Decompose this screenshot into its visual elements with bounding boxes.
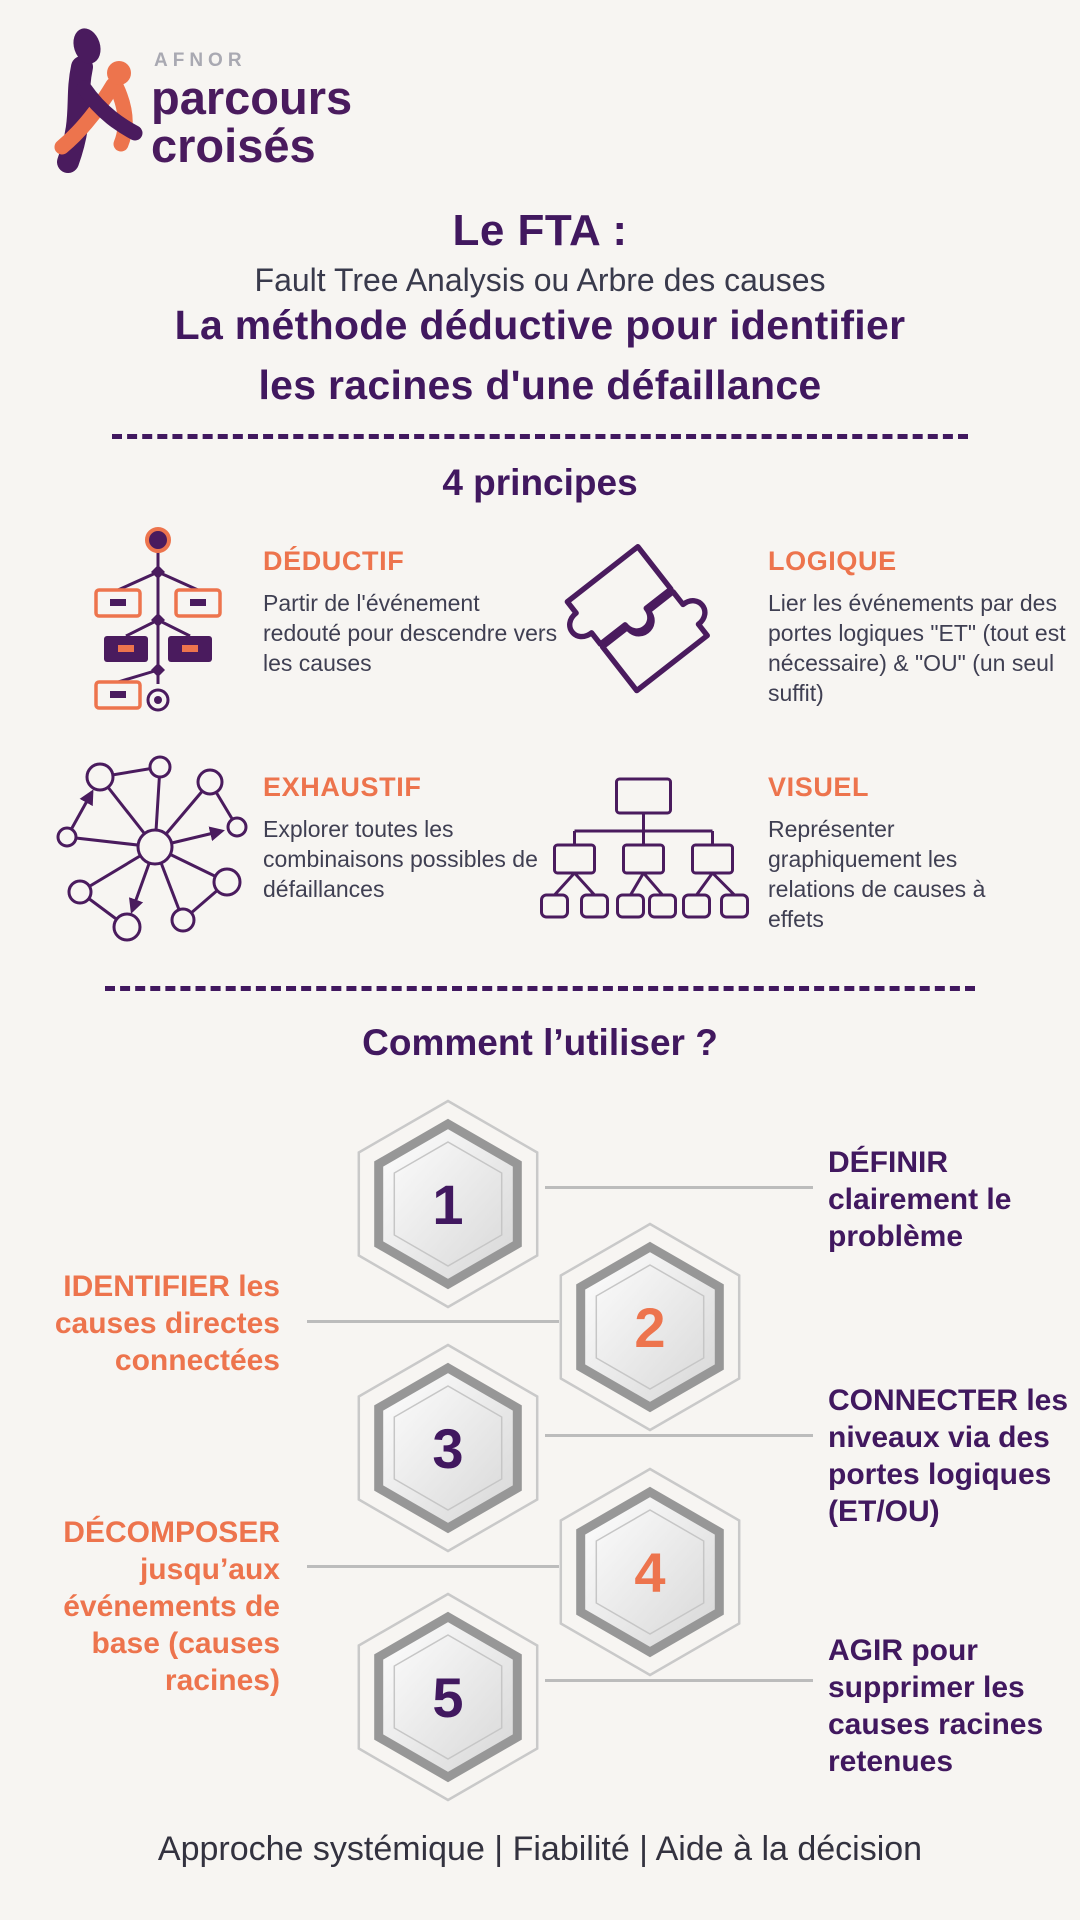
dashed-divider-top (112, 434, 968, 439)
hexagon-shape (559, 1467, 741, 1677)
principle-title-logique: LOGIQUE (768, 546, 897, 576)
connector-line-step4 (307, 1565, 559, 1568)
tree-diagram-icon (540, 777, 749, 919)
step-hexagon-2: 2 (540, 1217, 760, 1437)
connector-line-step3 (545, 1434, 813, 1437)
logo: AFNOR parcours croisés (30, 22, 390, 202)
principle-title-visuel: VISUEL (768, 772, 870, 802)
principle-text-visuel: Représenter graphiquement les relations … (768, 816, 986, 932)
page-subtitle: Fault Tree Analysis ou Arbre des causes (254, 262, 826, 298)
step-hexagon-5: 5 (338, 1587, 558, 1807)
principle-title-exhaustif: EXHAUSTIF (263, 772, 422, 802)
network-graph-icon (56, 755, 248, 942)
tagline-line2: les racines d'une défaillance (258, 362, 822, 408)
connector-line-step1 (545, 1186, 813, 1189)
logo-afnor-text: AFNOR (154, 50, 247, 71)
footer-tagline: Approche systémique | Fiabilité | Aide à… (157, 1830, 923, 1868)
how-to-heading: Comment l’utiliser ? (362, 1022, 718, 1063)
step-number: 2 (634, 1295, 666, 1359)
step-label-decomposer: DÉCOMPOSER jusqu’aux événements de base … (63, 1516, 280, 1697)
step-hexagon-1: 1 (338, 1094, 558, 1314)
hexagon-shape (357, 1592, 539, 1802)
step-number: 4 (634, 1540, 666, 1604)
logo-brand-line1: parcours (151, 71, 353, 124)
principle-title-deductif: DÉDUCTIF (263, 546, 405, 576)
hexagon-shape (357, 1099, 539, 1309)
principle-text-exhaustif: Explorer toutes les combinaisons possibl… (263, 816, 538, 902)
puzzle-icon (564, 544, 710, 694)
logo-brand-line2: croisés (151, 119, 316, 172)
fault-tree-icon (94, 527, 222, 712)
page-title: Le FTA : (452, 206, 628, 255)
step-hexagon-4: 4 (540, 1462, 760, 1682)
dashed-divider-middle (105, 986, 975, 991)
tagline-line1: La méthode déductive pour identifier (174, 302, 906, 348)
step-number: 5 (432, 1665, 464, 1729)
connector-line-step5 (545, 1679, 813, 1682)
step-number: 3 (432, 1416, 464, 1480)
step-number: 1 (432, 1172, 464, 1236)
step-label-identifier: IDENTIFIER les causes directes connectée… (54, 1270, 280, 1377)
connector-line-step2 (307, 1320, 559, 1323)
step-label-definir: DÉFINIR clairement le problème (828, 1146, 1012, 1253)
step-label-agir: AGIR pour supprimer les causes racines r… (828, 1634, 1044, 1778)
logo-figure-icon (54, 28, 143, 173)
principles-heading: 4 principes (442, 462, 638, 503)
hexagon-shape (559, 1222, 741, 1432)
step-hexagon-3: 3 (338, 1338, 558, 1558)
principle-text-logique: Lier les événements par des portes logiq… (768, 590, 1066, 706)
principle-text-deductif: Partir de l'événement redouté pour desce… (263, 590, 558, 676)
step-label-connecter: CONNECTER les niveaux via des portes log… (828, 1384, 1069, 1528)
hexagon-shape (357, 1343, 539, 1553)
